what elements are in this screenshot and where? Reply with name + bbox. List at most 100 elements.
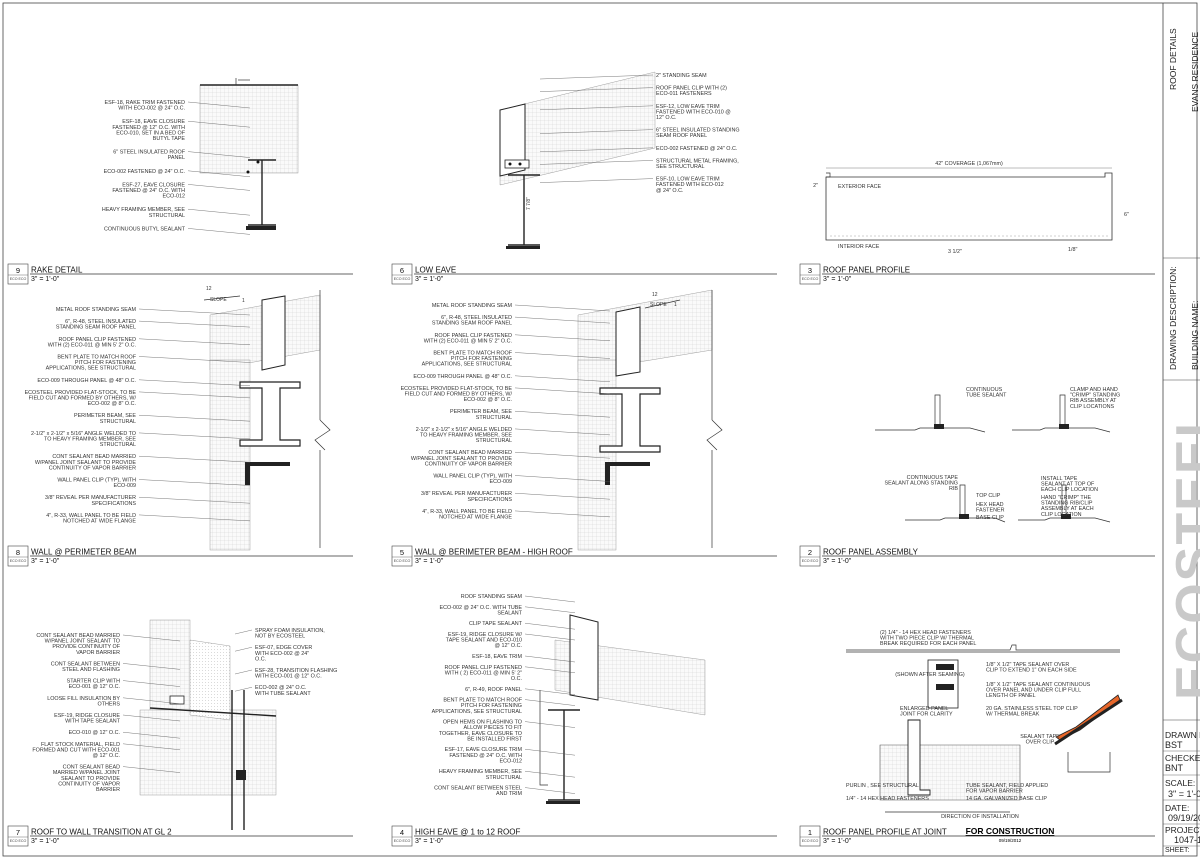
detail-number: 5 <box>400 548 404 557</box>
date-label: DATE: <box>1165 803 1189 813</box>
assembly-label: RIB <box>949 486 958 492</box>
callout-note: BARRIER <box>96 787 120 793</box>
callout-note: WITH ECO-002 @ 24" <box>255 651 309 657</box>
date-value: 09/19/2012 <box>1168 813 1200 823</box>
detail-title: HIGH EAVE @ 1 to 12 ROOF <box>415 828 520 837</box>
callout-note: @ 12" O.C. <box>93 753 120 759</box>
callout-note: 2" STANDING SEAM <box>656 73 707 79</box>
callout-note: CONTINUITY OF VAPOR BARRIER <box>425 461 512 467</box>
callout-note: APPLICATIONS, SEE STRUCTURAL <box>46 366 136 372</box>
joint-label: JOINT FOR CLARITY <box>900 712 953 718</box>
detail-ref: ECO ECO <box>10 839 27 843</box>
callout-note: WITH (2) ECO-011 @ MIN 5' 2" O.C. <box>424 338 512 344</box>
callout-note: SEAM ROOF PANEL <box>656 133 707 139</box>
assembly-label: CLIP LOCATIONS <box>1070 404 1115 410</box>
detail-ref: ECO ECO <box>802 839 819 843</box>
detail-title: WALL @ PERIMETER BEAM <box>31 548 137 557</box>
detail-ref: ECO ECO <box>10 277 27 281</box>
callout-note: ESF-28, TRANSITION FLASHING <box>255 668 337 674</box>
callout-note: STRUCTURAL <box>486 775 522 781</box>
ecosteel-logo: ECOSTEEL <box>1166 404 1200 700</box>
callout-note: @ 12" O.C. <box>495 643 522 649</box>
callout-note: 3/8" REVEAL PER MANUFACTURER <box>45 495 136 501</box>
callout-note: FASTENED WITH ECO-010 @ <box>656 109 731 115</box>
detail-title: LOW EAVE <box>415 266 456 275</box>
scale-label: SCALE: <box>1165 778 1195 788</box>
assembly-label: SEALANT ALONG STANDING <box>885 481 959 487</box>
callout-note: FASTENED WITH ECO-012 <box>656 182 724 188</box>
callout-note: NOTCHED AT WIDE FLANGE <box>63 519 136 525</box>
callout-note: PERIMETER BEAM, SEE <box>450 409 512 415</box>
callout-note: ROOF PANEL CLIP FASTENED <box>59 337 137 343</box>
detail-number: 1 <box>808 828 812 837</box>
callout-note: BENT PLATE TO MATCH ROOF <box>433 351 512 357</box>
callout-note: ESF-18, EAVE TRIM <box>472 654 522 660</box>
joint-label: LENGTH OF PANEL <box>986 693 1036 699</box>
profile-label: 2" <box>813 183 818 189</box>
callout-note: SPRAY FOAM INSULATION, <box>255 628 325 634</box>
callout-note: 4", R-33, WALL PANEL TO BE FIELD <box>46 513 136 519</box>
callout-note: ECO-009 THROUGH PANEL @ 48" O.C. <box>413 374 512 380</box>
assembly-label: CONTINUOUS TAPE <box>907 475 959 481</box>
callout-note: BE INSTALLED FIRST <box>467 736 522 742</box>
profile-label: 1/8" <box>1068 247 1077 253</box>
assembly-label: FASTENER <box>976 508 1005 514</box>
callout-note: CONTINUITY OF VAPOR <box>58 781 120 787</box>
callout-note: ECO-002 @ 24" O.C. WITH TUBE <box>440 605 523 611</box>
callout-note: FIELD CUT AND FORMED BY OTHERS, W/ <box>405 392 513 398</box>
drawing-title: ROOF DETAILS <box>1168 28 1178 90</box>
joint-label: DIRECTION OF INSTALLATION <box>941 814 1019 820</box>
callout-note: BUTYL TAPE <box>153 136 186 142</box>
callout-note: WITH TAPE SEALANT <box>65 719 121 725</box>
callout-note: ESF-12, LOW EAVE TRIM <box>656 104 720 110</box>
assembly-label: TOP CLIP <box>976 493 1001 499</box>
callout-note: CONT SEALANT BEAD MARRIED <box>36 633 120 639</box>
callout-note: @ 24" O.C. <box>656 188 683 194</box>
callout-note: WITH ECO-001 @ 12" O.C. <box>255 674 322 680</box>
project-value: 1047-1 <box>1174 835 1200 845</box>
joint-label: ENLARGED PANEL <box>900 706 948 712</box>
callout-note: STRUCTURAL <box>100 442 136 448</box>
joint-label: (2) 1/4" - 14 HEX HEAD FASTENERS <box>880 630 971 636</box>
callout-note: ESF-27, EAVE CLOSURE <box>122 182 185 188</box>
detail-title: ROOF PANEL PROFILE <box>823 266 910 275</box>
assembly-label: HAND "CRIMP" THE <box>1041 495 1092 501</box>
detail-ref: ECO ECO <box>10 559 27 563</box>
sheet-label: SHEET: <box>1165 847 1190 854</box>
profile-label: EXTERIOR FACE <box>838 184 882 190</box>
callout-note: FASTENED @ 12" O.C. WITH <box>112 125 185 131</box>
callout-note: ECO-002 @ 8" O.C. <box>464 397 512 403</box>
checked-label: CHECKED: <box>1165 753 1200 763</box>
callout-note: HEAVY FRAMING MEMBER, SEE <box>102 207 185 213</box>
slope-run-8: 12 <box>206 286 212 292</box>
callout-note: ECOSTEEL PROVIDED FLAT-STOCK, TO BE <box>401 386 513 392</box>
callout-note: W/PANEL JOINT SEALANT TO PROVIDE <box>411 456 513 462</box>
callout-note: STRUCTURAL <box>149 213 185 219</box>
callout-note: CONT SEALANT BETWEEN <box>51 661 120 667</box>
callout-note: ECO-002 FASTENED @ 24" O.C. <box>656 146 737 152</box>
callout-note: ROOF STANDING SEAM <box>461 594 523 600</box>
callout-note: STANDING SEAM ROOF PANEL <box>432 321 512 327</box>
callout-note: 2-1/2" x 2-1/2" x 5/16" ANGLE WELDED <box>416 427 512 433</box>
assembly-label: INSTALL TAPE <box>1041 476 1078 482</box>
detail-4-drawing: ROOF STANDING SEAM ECO-002 @ 24" O.C. WIT… <box>432 594 706 804</box>
project-label: PROJECT: <box>1165 825 1200 835</box>
building-name: EVANS RESIDENCE <box>1190 32 1200 112</box>
joint-label: BREAK REQUIRED FOR EACH PANEL <box>880 641 976 647</box>
callout-note: 6", R-48, STEEL INSULATED <box>65 319 136 325</box>
detail-scale: 3" = 1'-0" <box>31 838 60 845</box>
callout-note: ALLOW PIECES TO FIT <box>463 725 522 731</box>
detail-number: 3 <box>808 266 812 275</box>
low-eave-dimension: 7 7/8" <box>526 197 532 210</box>
detail-title: WALL @ BERIMETER BEAM - HIGH ROOF <box>415 548 573 557</box>
joint-label: CLIP TO EXTEND 1" ON EACH SIDE <box>986 668 1077 674</box>
detail-ref: ECO ECO <box>802 559 819 563</box>
detail-ref: ECO ECO <box>394 277 411 281</box>
callout-note: ESF-18, EAVE CLOSURE <box>122 119 185 125</box>
